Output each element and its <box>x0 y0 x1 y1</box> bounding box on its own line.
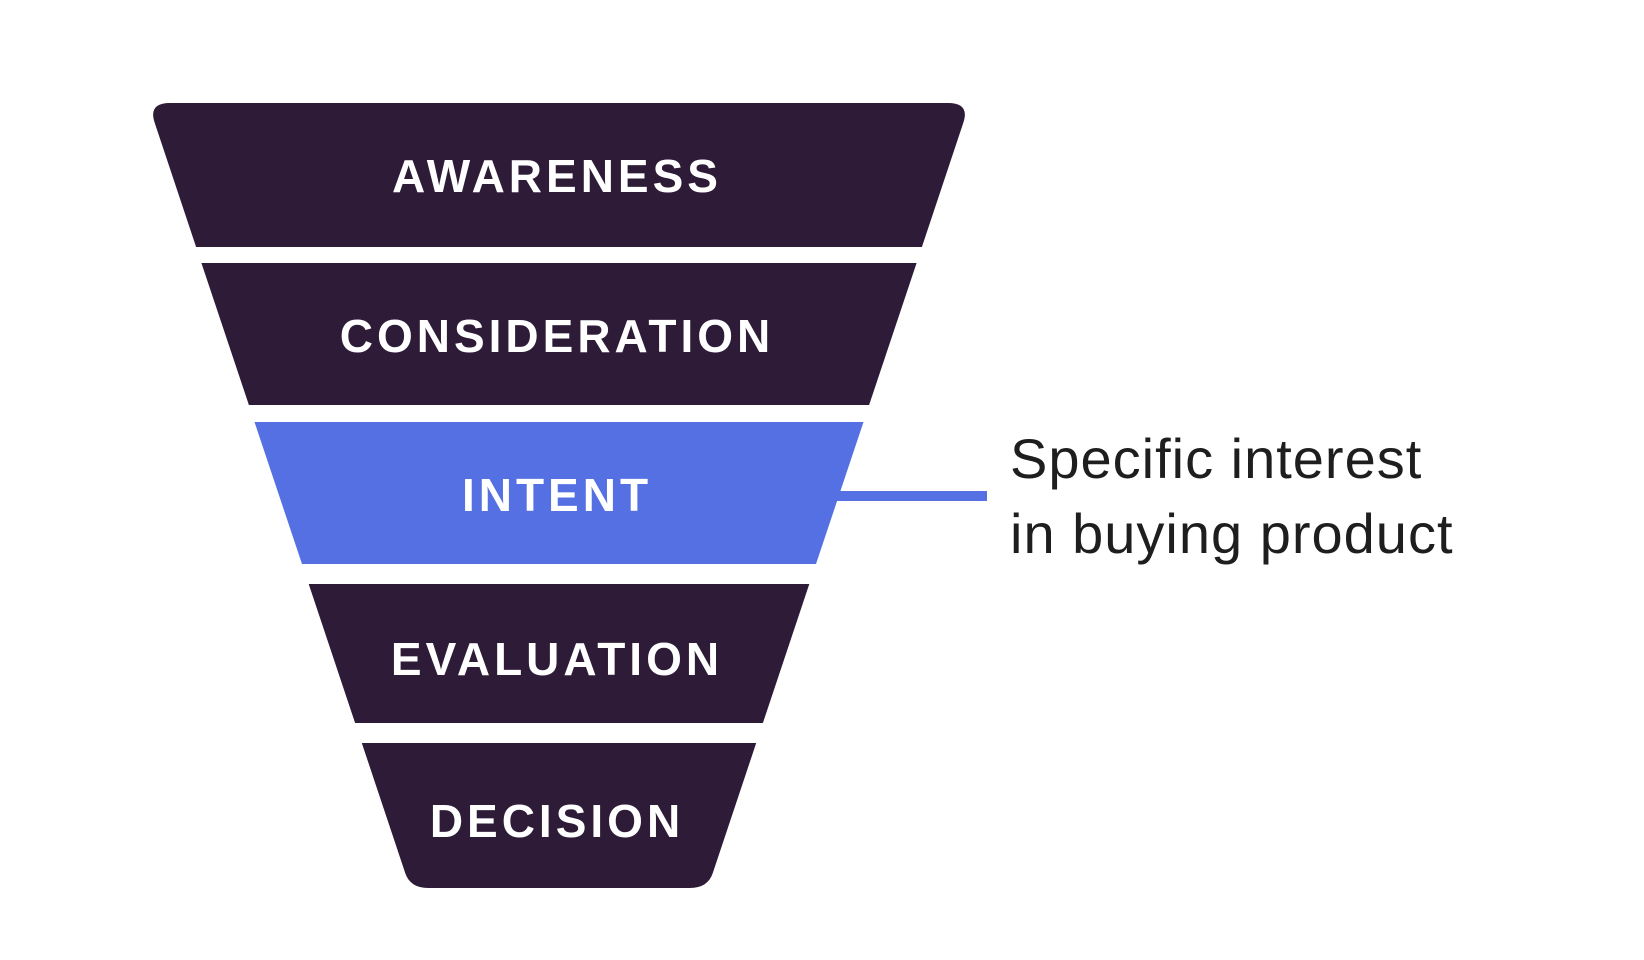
funnel-stage-decision <box>361 743 757 888</box>
funnel-stage-label-evaluation: EVALUATION <box>391 633 723 685</box>
funnel-stage-label-consideration: CONSIDERATION <box>340 310 775 362</box>
funnel-stage-awareness <box>153 103 965 247</box>
funnel-stage-intent <box>254 422 864 564</box>
annotation-text-line-1: Specific interest <box>1010 427 1422 490</box>
funnel-stage-label-awareness: AWARENESS <box>392 150 722 202</box>
funnel-stage-label-decision: DECISION <box>430 795 684 847</box>
funnel-stage-label-intent: INTENT <box>462 469 652 521</box>
annotation-connector-line <box>830 491 987 501</box>
funnel-stage-evaluation <box>308 584 810 723</box>
annotation-text-line-2: in buying product <box>1010 502 1454 565</box>
funnel-stage-consideration <box>201 263 917 405</box>
